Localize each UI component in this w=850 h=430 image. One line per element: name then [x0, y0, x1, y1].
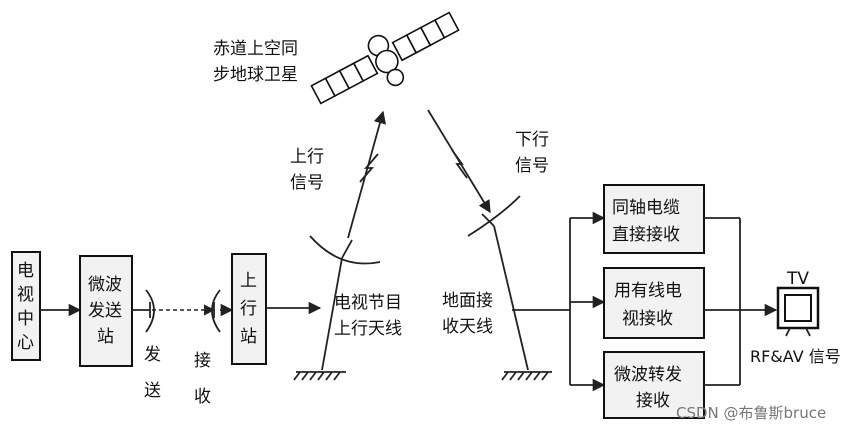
tv-icon [776, 286, 820, 337]
cable-receive-label: 用有线电 视接收 [614, 281, 682, 329]
send-label: 发 送 [144, 345, 161, 401]
uplink-station-box [231, 253, 267, 365]
microwave-tx-station-line: 发送 [88, 301, 122, 321]
cable-receive-line: 用有线电 [614, 281, 682, 301]
microwave-relay-line: 微波转发 [614, 365, 682, 385]
send-label-char: 发 [144, 345, 161, 365]
tv-center-char: 心 [17, 333, 34, 353]
microwave-tx-station-label: 微波 发送 站 [88, 275, 122, 347]
cable-receive-line: 视接收 [622, 309, 673, 329]
program-antenna-label: 电视节目 上行天线 [334, 293, 402, 339]
tv-center-char: 视 [17, 285, 34, 305]
uplink-label-line1: 上行 [290, 147, 324, 167]
microwave-relay-line: 接收 [636, 391, 670, 411]
satellite-icon [310, 11, 460, 105]
uplink-station-char: 上 [240, 271, 257, 291]
tv-center-label: 电 视 中 心 [17, 261, 34, 353]
coax-receive-label: 同轴电缆 直接接收 [612, 198, 680, 245]
ground-receive-antenna-icon [467, 195, 552, 381]
uplink-signal-zigzag [359, 153, 379, 183]
coax-receive-box [603, 184, 705, 254]
microwave-tx-station-box [79, 255, 133, 367]
coax-receive-line: 直接接收 [612, 225, 680, 245]
program-uplink-antenna-icon [293, 235, 381, 381]
satellite-label-line1: 赤道上空同 [213, 39, 298, 59]
cable-receive-box [603, 267, 705, 339]
coax-receive-line: 同轴电缆 [612, 198, 680, 218]
uplink-station-char: 行 [240, 299, 257, 319]
watermark: CSDN @布鲁斯bruce [676, 404, 826, 422]
tv-center-char: 电 [17, 261, 34, 281]
microwave-tx-station-line: 微波 [88, 275, 122, 295]
microwave-relay-label: 微波转发 接收 [614, 365, 682, 411]
send-label-char: 送 [144, 381, 161, 401]
tv-center-char: 中 [17, 309, 34, 329]
ground-antenna-line: 收天线 [442, 317, 493, 337]
receive-label: 接 收 [194, 351, 211, 407]
downlink-signal-zigzag [451, 149, 468, 179]
ground-antenna-line: 地面接 [442, 291, 493, 311]
receive-label-char: 收 [194, 387, 211, 407]
microwave-relay-box [603, 351, 705, 419]
ground-antenna-label: 地面接 收天线 [442, 291, 493, 337]
microwave-tx-station-line: 站 [97, 327, 114, 347]
uplink-label: 上行 信号 [290, 147, 324, 193]
downlink-label-line1: 下行 [515, 130, 549, 150]
uplink-station-label: 上 行 站 [240, 271, 257, 347]
satellite-label: 赤道上空同 步地球卫星 [213, 39, 298, 85]
satellite-label-line2: 步地球卫星 [213, 65, 298, 85]
receive-antenna-icon [211, 289, 221, 333]
tv-center-box [11, 251, 41, 361]
downlink-label-line2: 信号 [515, 156, 549, 176]
program-antenna-line: 电视节目 [334, 293, 402, 313]
uplink-label-line2: 信号 [290, 173, 324, 193]
receive-label-char: 接 [194, 351, 211, 371]
tv-label: TV [786, 269, 809, 289]
program-antenna-line: 上行天线 [334, 319, 402, 339]
downlink-label: 下行 信号 [515, 130, 549, 176]
rf-av-signal-label: RF&AV 信号 [750, 347, 841, 366]
uplink-station-char: 站 [240, 327, 257, 347]
